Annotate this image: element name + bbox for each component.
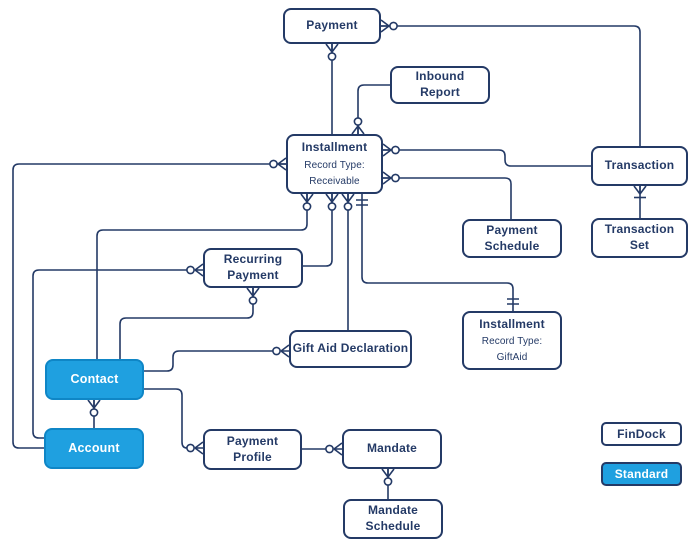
entity-mandate-schedule: Mandate Schedule [343, 499, 443, 539]
entity-subtitle: Record Type: [304, 159, 365, 171]
rel-recurringpayment-account [32, 263, 204, 439]
entity-installment-receivable: Installment Record Type: Receivable [286, 134, 383, 194]
entity-inbound-report: Inbound Report [390, 66, 490, 104]
rel-installment-transaction [382, 143, 591, 167]
entity-account: Account [44, 428, 144, 469]
entity-label: Recurring Payment [223, 252, 283, 282]
rel-inboundreport-installment [351, 84, 390, 135]
rel-contact-paymentprofile [144, 388, 204, 455]
legend-findock: FinDock [601, 422, 682, 446]
entity-payment: Payment [283, 8, 381, 44]
entity-transaction: Transaction [591, 146, 688, 186]
legend-findock-label: FinDock [617, 427, 666, 441]
entity-label: Gift Aid Declaration [292, 341, 409, 356]
entity-contact: Contact [45, 359, 144, 400]
entity-label: Payment Schedule [484, 222, 540, 253]
rel-transaction-transactionset [633, 185, 647, 218]
rel-installment-account [12, 157, 287, 449]
entity-label: Transaction Set [604, 222, 675, 252]
entity-mandate: Mandate [342, 429, 442, 469]
rel-installment-recurringpayment [303, 193, 339, 267]
rel-installment-giftaiddeclaration [341, 193, 355, 330]
entity-subtitle: Receivable [309, 175, 360, 187]
rel-installment-contact [96, 193, 314, 359]
entity-title: Installment [479, 316, 545, 331]
entity-title: Installment [301, 140, 368, 155]
rel-contact-account [87, 399, 101, 428]
rel-installment-paymentschedule [382, 171, 512, 219]
entity-label: Payment Profile [226, 433, 279, 464]
rel-payment-transaction [380, 19, 641, 146]
entity-label: Transaction [604, 158, 675, 173]
entity-label: Mandate Schedule [365, 503, 421, 533]
entity-gift-aid-declaration: Gift Aid Declaration [289, 330, 412, 368]
entity-label: Contact [70, 372, 119, 387]
rel-installment-installmentgiftaid [356, 194, 519, 311]
rel-payment-installment [325, 43, 339, 134]
entity-subtitle: Record Type: [481, 336, 543, 348]
legend-standard: Standard [601, 462, 682, 486]
entity-label: Account [68, 441, 120, 456]
rel-recurringpayment-contact [119, 287, 260, 359]
legend-standard-label: Standard [614, 467, 669, 481]
entity-payment-profile: Payment Profile [203, 429, 302, 470]
entity-transaction-set: Transaction Set [591, 218, 688, 258]
entity-recurring-payment: Recurring Payment [203, 248, 303, 288]
entity-label: Payment [306, 18, 358, 33]
rel-mandate-mandateschedule [381, 468, 395, 499]
entity-label: Inbound Report [415, 69, 465, 99]
rel-paymentprofile-mandate [302, 442, 343, 456]
rel-contact-giftaiddeclaration [144, 344, 290, 372]
entity-installment-giftaid: Installment Record Type: GiftAid [462, 311, 562, 370]
entity-label: Mandate [366, 441, 418, 456]
entity-subtitle: GiftAid [496, 352, 528, 364]
entity-payment-schedule: Payment Schedule [462, 219, 562, 258]
